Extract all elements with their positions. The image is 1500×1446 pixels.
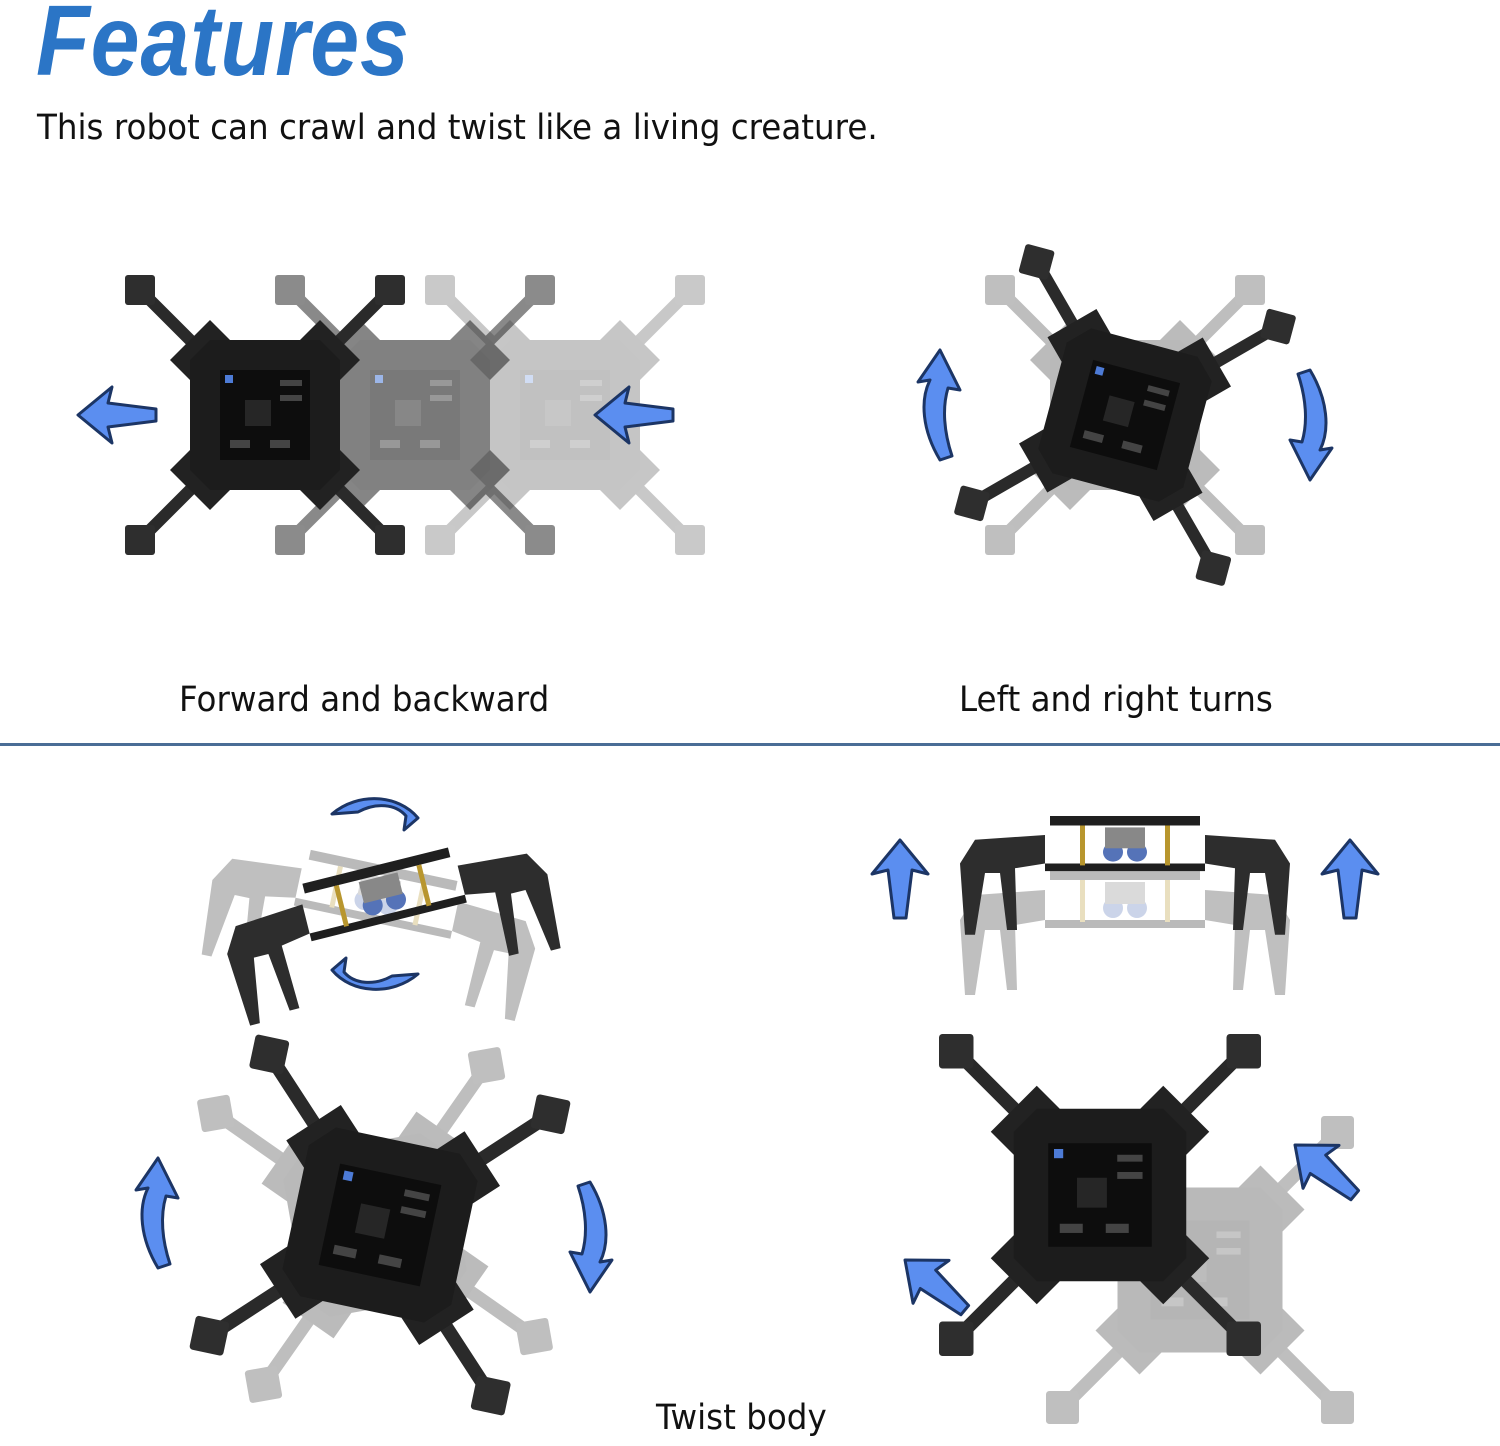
lift-arrow-up-icon: [870, 838, 930, 920]
page-subtitle: This robot can crawl and twist like a li…: [37, 108, 878, 148]
left-right-turns-illustration: [890, 270, 1360, 560]
caption-left-right-turns: Left and right turns: [959, 680, 1273, 720]
section-divider: [0, 743, 1500, 746]
forward-backward-illustration: [60, 280, 700, 550]
curved-arrow-cw-icon: [1288, 368, 1334, 482]
page-title: Features: [36, 0, 410, 97]
rotate-arrow-cw-icon: [568, 1180, 614, 1294]
curved-arrow-ccw-icon: [916, 348, 962, 462]
arrow-left-icon: [76, 385, 158, 445]
twist-rotate-illustration: [110, 1060, 640, 1390]
lift-arrow-up-icon: [1320, 838, 1380, 920]
twist-roll-illustration: [196, 770, 566, 1027]
caption-forward-backward: Forward and backward: [179, 680, 550, 720]
roll-arrow-ccw-icon: [330, 797, 420, 832]
twist-lift-illustration: [860, 790, 1390, 995]
rotate-arrow-ccw-icon: [134, 1156, 180, 1270]
twist-shift-illustration: [885, 1050, 1375, 1390]
roll-arrow-cw-icon: [330, 956, 420, 991]
caption-twist-body: Twist body: [656, 1398, 827, 1438]
